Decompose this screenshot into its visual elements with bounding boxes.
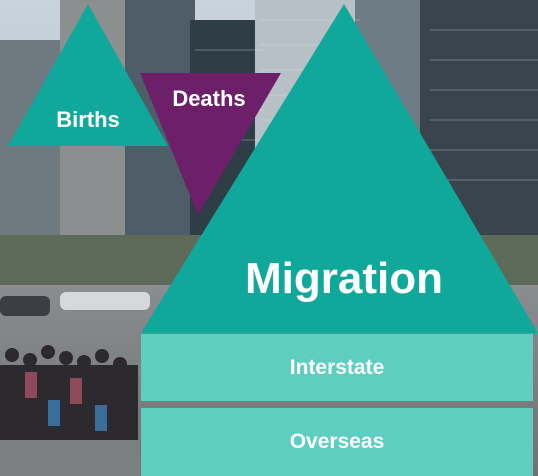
interstate-box-bg: [141, 334, 533, 401]
deaths-triangle: [140, 73, 281, 215]
migration-triangle: [141, 4, 538, 333]
overseas-box-bg: [141, 408, 533, 476]
deaths-label: Deaths: [172, 86, 246, 111]
interstate-label: Interstate: [289, 355, 385, 379]
births-label: Births: [56, 107, 120, 132]
migration-label: Migration: [245, 254, 443, 303]
births-triangle: [8, 4, 168, 146]
overseas-label: Overseas: [289, 430, 385, 453]
